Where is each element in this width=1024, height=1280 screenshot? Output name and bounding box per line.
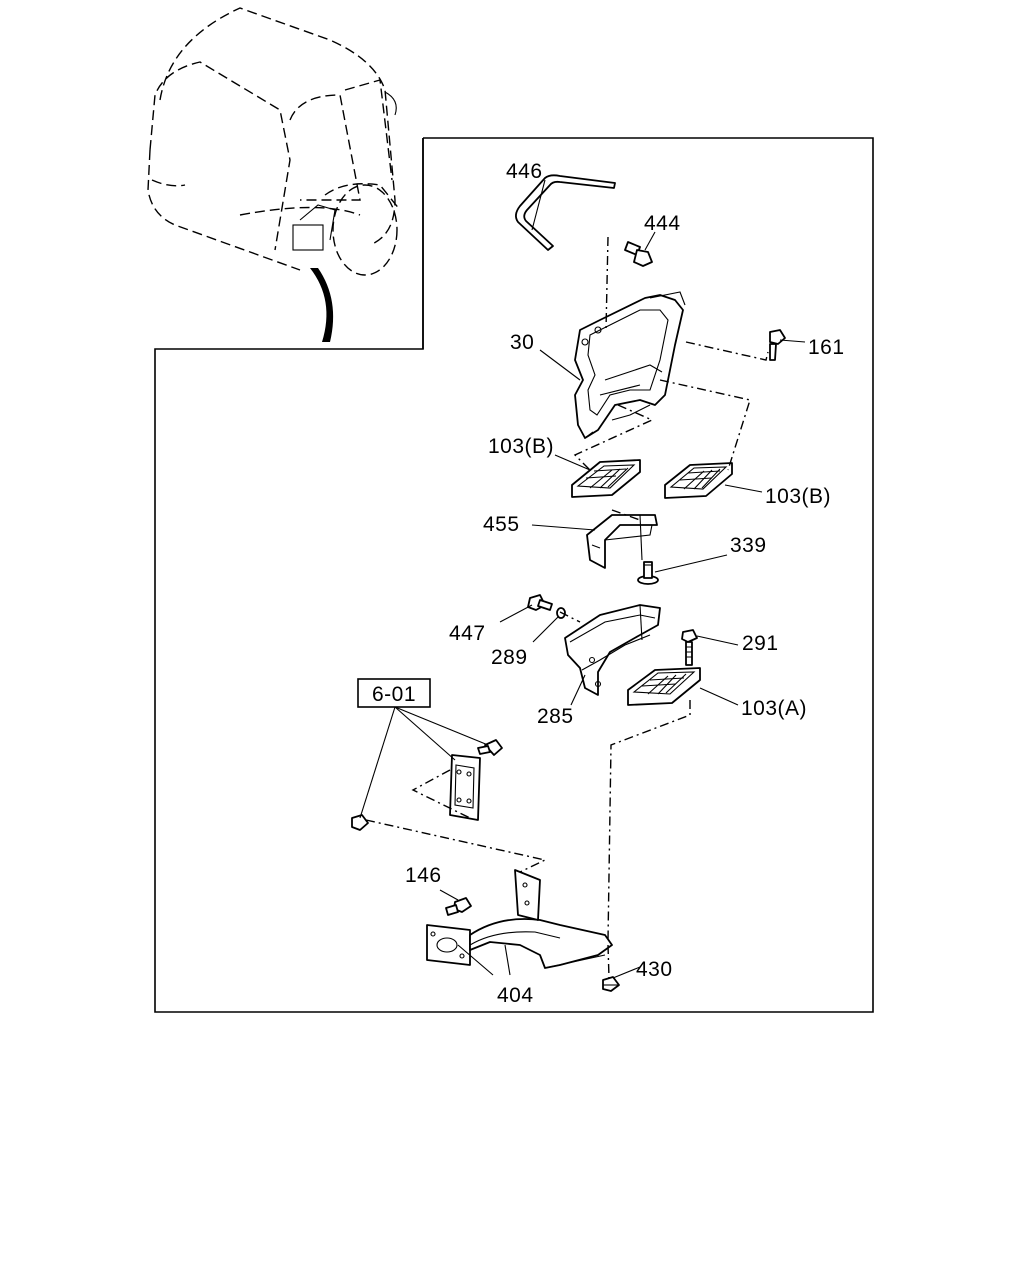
part-447-bolt: [527, 594, 553, 611]
reference-box-6-01: [357, 678, 431, 708]
leader-lines: [359, 179, 806, 979]
callout-146: 146: [405, 864, 442, 887]
callout-289: 289: [491, 646, 528, 669]
part-103b-right-step-pad: [664, 462, 733, 499]
part-161-screw: [769, 329, 786, 361]
part-404-step-stay: [426, 869, 613, 969]
callout-285: 285: [537, 705, 574, 728]
callout-339: 339: [730, 534, 767, 557]
truck-cab-inset: [147, 7, 401, 342]
part-446-rod: [515, 174, 616, 251]
assembly-lines: [365, 236, 769, 979]
part-285-bracket: [564, 604, 661, 696]
part-430-nut: [602, 976, 620, 992]
callout-161: 161: [808, 336, 845, 359]
callout-455: 455: [483, 513, 520, 536]
callout-103b-left: 103(B): [488, 435, 554, 458]
callout-446: 446: [506, 160, 543, 183]
main-frame: [154, 137, 874, 1013]
part-103b-left-step-pad: [571, 459, 641, 498]
reference-box-label: 6-01: [372, 683, 416, 706]
part-6-01-panel: [351, 739, 503, 831]
pointer-arrow-icon: [310, 268, 334, 342]
callout-103a: 103(A): [741, 697, 807, 720]
part-455-bracket: [586, 514, 658, 569]
callout-30: 30: [510, 331, 534, 354]
callout-404: 404: [497, 984, 534, 1007]
callout-291: 291: [742, 632, 779, 655]
callout-430: 430: [636, 958, 673, 981]
part-30-step-bracket: [574, 291, 686, 439]
part-291-bolt: [681, 629, 698, 666]
callout-447: 447: [449, 622, 486, 645]
part-444-bolt: [624, 241, 653, 267]
part-103a-step-pad: [627, 667, 701, 706]
callout-444: 444: [644, 212, 681, 235]
part-339-pin: [637, 561, 659, 585]
callout-103b-right: 103(B): [765, 485, 831, 508]
part-146-bolt: [445, 897, 472, 916]
